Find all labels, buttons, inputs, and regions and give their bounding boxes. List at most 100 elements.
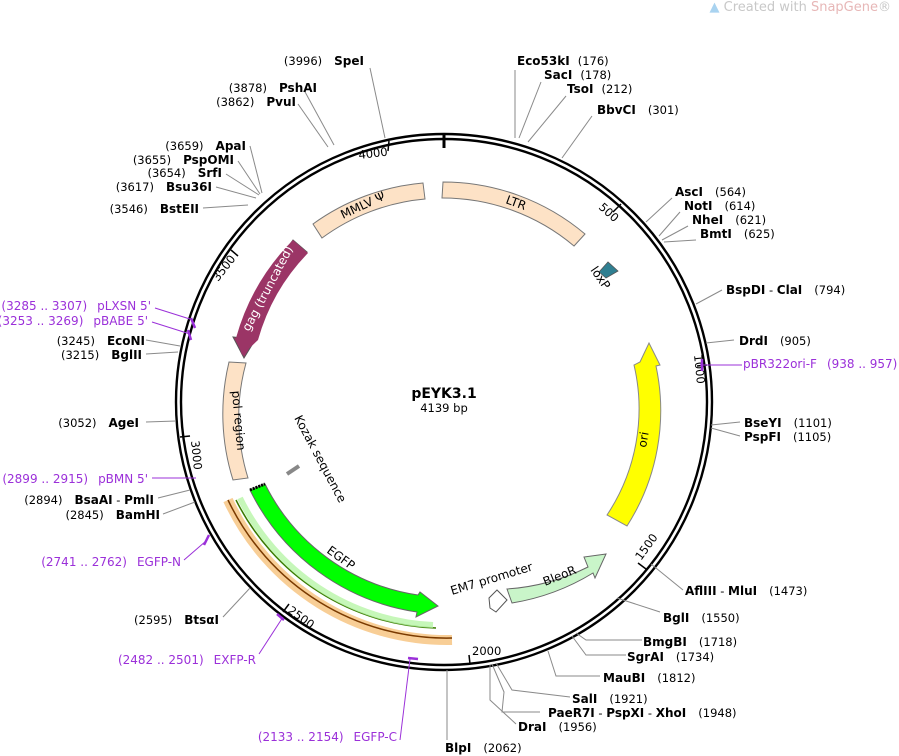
watermark-suffix: ®: [878, 0, 891, 15]
site-asci[interactable]: AscI(564): [675, 185, 746, 199]
tick-1500: [637, 562, 647, 570]
svg-text:MauBI(1812): MauBI(1812): [603, 671, 695, 685]
primer-pbabe-5[interactable]: (3253 .. 3269)pBABE 5': [0, 314, 148, 328]
site-aflIII-mlui[interactable]: AflIII - MluI(1473): [685, 584, 807, 598]
svg-text:PaeR7I - PspXI - XhoI(1948): PaeR7I - PspXI - XhoI(1948): [548, 706, 737, 720]
site-saci[interactable]: SacI(178): [544, 68, 611, 82]
site-bmgbi[interactable]: BmgBI(1718): [643, 635, 737, 649]
svg-text:NotI(614): NotI(614): [684, 199, 755, 213]
svg-text:BseYI(1101): BseYI(1101): [744, 416, 832, 430]
svg-text:PspFI(1105): PspFI(1105): [744, 430, 831, 444]
svg-text:(3617)Bsu36I: (3617)Bsu36I: [116, 180, 212, 194]
site-bsaai-pmli[interactable]: (2894)BsaAI - PmlI: [24, 493, 154, 507]
feature-ltr-label: LTR: [504, 193, 528, 213]
site-sali[interactable]: SalI(1921): [572, 692, 648, 706]
site-eco53ki[interactable]: Eco53kI(176): [517, 54, 609, 68]
svg-text:SacI(178): SacI(178): [544, 68, 611, 82]
snapgene-logo-icon: ▲: [709, 0, 720, 15]
feature-ori-label: ori: [635, 431, 651, 449]
site-leaders: [145, 67, 741, 740]
site-bamhi[interactable]: (2845)BamHI: [65, 508, 160, 522]
primer-plxsn-5[interactable]: (3285 .. 3307)pLXSN 5': [1, 299, 151, 313]
feature-egfp[interactable]: [249, 483, 439, 618]
primer-egfp-c[interactable]: (2133 .. 2154)EGFP-C: [258, 730, 397, 744]
site-maubi[interactable]: MauBI(1812): [603, 671, 695, 685]
plasmid-name: pEYK3.1: [411, 386, 476, 402]
site-noti[interactable]: NotI(614): [684, 199, 755, 213]
primer-exfp-r[interactable]: (2482 .. 2501)EXFP-R: [118, 653, 256, 667]
svg-text:pBR322ori-F(938 .. 957): pBR322ori-F(938 .. 957): [743, 357, 897, 371]
site-paer7i-pspxi-xhoi[interactable]: PaeR7I - PspXI - XhoI(1948): [548, 706, 737, 720]
site-pspfi[interactable]: PspFI(1105): [744, 430, 831, 444]
site-agei[interactable]: (3052)AgeI: [58, 416, 139, 430]
tick-2500: [282, 603, 290, 613]
feature-mmlv[interactable]: [312, 182, 426, 239]
svg-text:(3285 .. 3307)pLXSN 5': (3285 .. 3307)pLXSN 5': [1, 299, 151, 313]
site-bsteii[interactable]: (3546)BstEII: [110, 202, 199, 216]
watermark-brand: SnapGene: [810, 0, 878, 15]
site-sgrai[interactable]: SgrAI(1734): [627, 650, 714, 664]
primer-pbr322ori-f[interactable]: pBR322ori-F(938 .. 957): [743, 357, 897, 371]
svg-text:BbvCI(301): BbvCI(301): [597, 103, 679, 117]
feature-pol[interactable]: [222, 361, 249, 481]
svg-text:(3996)SpeI: (3996)SpeI: [284, 54, 364, 68]
feature-loxp[interactable]: [598, 261, 619, 279]
site-pspomi[interactable]: (3655)PspOMI: [133, 153, 234, 167]
backbone: [174, 132, 714, 672]
tick-label-3500: 3500: [209, 252, 238, 284]
primers: pBR322ori-F(938 .. 957) (2133 .. 2154)EG…: [0, 299, 897, 744]
feature-em7[interactable]: [488, 589, 508, 613]
tick-label-2000: 2000: [472, 644, 501, 658]
site-pshai[interactable]: (3878)PshAI: [229, 81, 317, 95]
site-btsai[interactable]: (2595)BtsαI: [134, 613, 219, 627]
site-nhei[interactable]: NheI(621): [692, 213, 766, 227]
svg-text:SalI(1921): SalI(1921): [572, 692, 648, 706]
site-bsu36i[interactable]: (3617)Bsu36I: [116, 180, 212, 194]
svg-text:(3215)BglII: (3215)BglII: [61, 348, 142, 362]
svg-text:(3659)ApaI: (3659)ApaI: [165, 139, 246, 153]
tick-label-1000: 1000: [691, 354, 708, 385]
feature-pol-label: pol region: [229, 390, 248, 451]
svg-text:BmtI(625): BmtI(625): [700, 227, 775, 241]
site-apai[interactable]: (3659)ApaI: [165, 139, 246, 153]
site-bgli[interactable]: BglI(1550): [663, 611, 740, 625]
svg-text:BmgBI(1718): BmgBI(1718): [643, 635, 737, 649]
feature-kozak[interactable]: [285, 464, 301, 476]
snapgene-watermark: ▲ Created with SnapGene®: [710, 0, 891, 15]
site-bbvci[interactable]: BbvCI(301): [597, 103, 679, 117]
site-drai[interactable]: DraI(1956): [518, 720, 597, 734]
svg-text:(3546)BstEII: (3546)BstEII: [110, 202, 199, 216]
site-pvui[interactable]: (3862)PvuI: [216, 95, 296, 109]
svg-text:SgrAI(1734): SgrAI(1734): [627, 650, 714, 664]
svg-text:(3253 .. 3269)pBABE 5': (3253 .. 3269)pBABE 5': [0, 314, 148, 328]
site-spei[interactable]: (3996)SpeI: [284, 54, 364, 68]
site-bspdi-clai[interactable]: BspDI - ClaI(794): [726, 283, 845, 297]
site-srfi[interactable]: (3654)SrfI: [148, 166, 223, 180]
watermark-prefix: Created with: [723, 0, 811, 15]
feature-gag-label: gag (truncated): [239, 244, 296, 334]
site-bglii[interactable]: (3215)BglII: [61, 348, 142, 362]
site-econi[interactable]: (3245)EcoNI: [57, 334, 145, 348]
primer-pbmn-5[interactable]: (2899 .. 2915)pBMN 5': [2, 472, 148, 486]
site-blpi[interactable]: BlpI(2062): [445, 741, 522, 755]
svg-text:BlpI(2062): BlpI(2062): [445, 741, 522, 755]
feature-egfp-start-hatch: [249, 482, 266, 492]
tick-2000: [468, 654, 471, 665]
site-bmti[interactable]: BmtI(625): [700, 227, 775, 241]
svg-text:BspDI - ClaI(794): BspDI - ClaI(794): [726, 283, 845, 297]
svg-text:Eco53kI(176): Eco53kI(176): [517, 54, 609, 68]
site-tsoi[interactable]: TsoI(212): [567, 82, 632, 96]
feature-ltr[interactable]: [441, 181, 586, 247]
svg-text:(3878)PshAI: (3878)PshAI: [229, 81, 317, 95]
svg-text:(2845)BamHI: (2845)BamHI: [65, 508, 160, 522]
feature-ori[interactable]: [606, 341, 662, 527]
tick-label-2500: 2500: [285, 603, 317, 632]
feature-gag-body: [236, 240, 308, 355]
feature-bleor[interactable]: [506, 553, 607, 604]
primer-egfp-n[interactable]: (2741 .. 2762)EGFP-N: [41, 555, 181, 569]
site-bseyi[interactable]: BseYI(1101): [744, 416, 832, 430]
restriction-sites: Eco53kI(176) SacI(178) TsoI(212) BbvCI(3…: [24, 54, 845, 755]
site-drdi[interactable]: DrdI(905): [739, 334, 811, 348]
tick-label-3000: 3000: [188, 440, 205, 471]
